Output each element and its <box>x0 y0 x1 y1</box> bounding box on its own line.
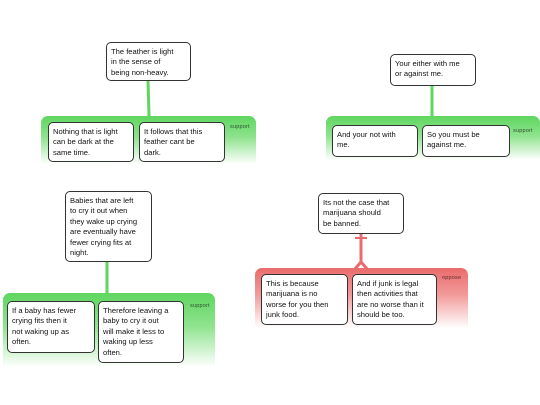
premise-box[interactable]: So you must be against me. <box>422 125 510 157</box>
premise-box[interactable]: It follows that this feather cant be dar… <box>139 122 225 162</box>
relation-tag: support <box>190 303 210 309</box>
premise-box[interactable]: Therefore leaving a baby to cry it out w… <box>98 301 184 363</box>
relation-tag: support <box>513 128 533 134</box>
claim-box[interactable]: The feather is light in the sense of bei… <box>106 42 191 81</box>
claim-box[interactable]: Babies that are left to cry it out when … <box>65 191 152 262</box>
claim-box[interactable]: Your either with me or against me. <box>390 54 476 86</box>
premise-box[interactable]: Nothing that is light can be dark at the… <box>48 122 134 162</box>
relation-tag: oppose <box>442 275 462 281</box>
premise-box[interactable]: And your not with me. <box>332 125 418 157</box>
premise-box[interactable]: This is because marijuana is no worse fo… <box>261 274 348 325</box>
claim-box[interactable]: Its not the case that marijuana should b… <box>318 193 404 234</box>
premise-box[interactable]: And if junk is legal then activities tha… <box>352 274 437 325</box>
premise-box[interactable]: If a baby has fewer crying fits then it … <box>7 301 95 353</box>
relation-tag: support <box>230 124 250 130</box>
